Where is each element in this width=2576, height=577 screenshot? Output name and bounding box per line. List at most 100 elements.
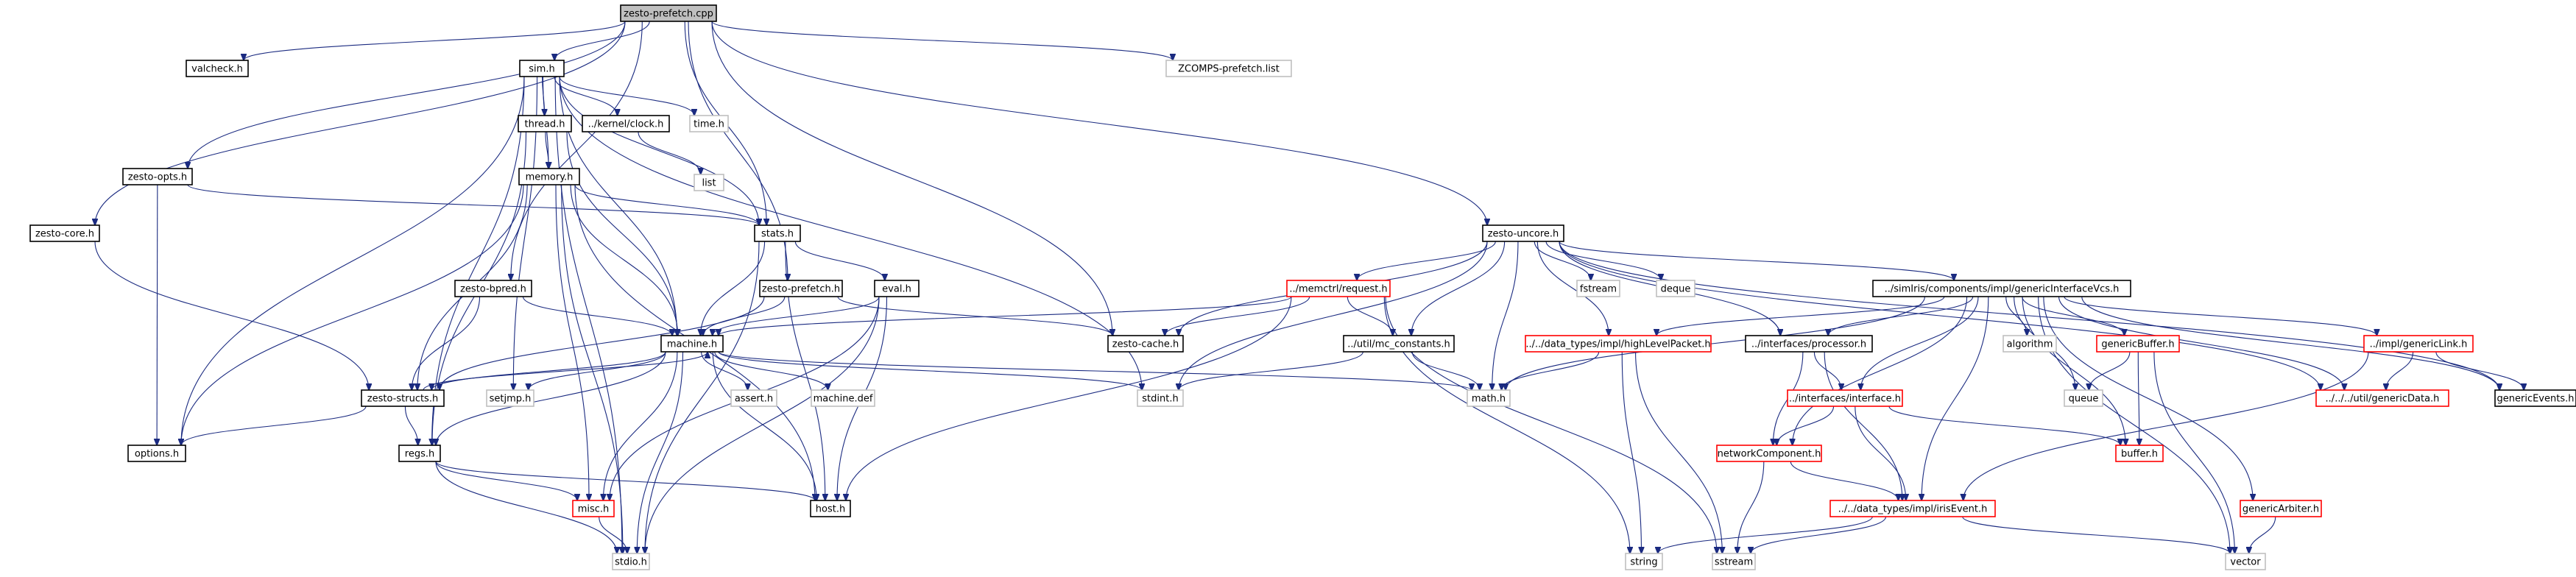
node-label: ZCOMPS-prefetch.list [1178, 64, 1280, 75]
edge-memory-h-to-machine-h [570, 184, 678, 336]
node-memctrl-request-h[interactable]: ../memctrl/request.h [1286, 280, 1391, 297]
node-machine-def[interactable]: machine.def [811, 389, 875, 407]
edge-zesto-uncore-h-to-high-level-packet-h [1536, 241, 1609, 336]
edge-sim-h-to-time-h [559, 76, 694, 116]
node-stats-h[interactable]: stats.h [754, 224, 801, 242]
node-string[interactable]: string [1625, 553, 1663, 570]
edge-stats-h-to-eval-h [794, 241, 885, 280]
node-label: algorithm [2007, 339, 2053, 350]
edge-iris-event-h-to-sstream [1751, 516, 1887, 553]
node-math-h[interactable]: math.h [1467, 389, 1511, 407]
edge-memory-h-to-options-h [181, 184, 524, 445]
edge-zesto-structs-h-to-machine-h [423, 352, 707, 391]
node-misc-h[interactable]: misc.h [572, 500, 615, 517]
node-stdint-h[interactable]: stdint.h [1137, 389, 1184, 407]
node-sstream[interactable]: sstream [1712, 553, 1756, 570]
node-impl-generic-link-h[interactable]: ../impl/genericLink.h [2363, 335, 2474, 353]
node-host-h[interactable]: host.h [810, 500, 851, 517]
node-fstream[interactable]: fstream [1576, 280, 1620, 297]
node-zesto-core-h[interactable]: zesto-core.h [29, 224, 100, 242]
edge-interfaces-interface-h-to-network-component-h [1776, 406, 1835, 445]
node-vector[interactable]: vector [2225, 553, 2266, 570]
node-box [694, 174, 724, 191]
node-zesto-bpred-h[interactable]: zesto-bpred.h [454, 280, 532, 297]
node-valcheck-h[interactable]: valcheck.h [186, 60, 249, 77]
node-list[interactable]: list [694, 174, 724, 191]
node-regs-h[interactable]: regs.h [398, 445, 441, 462]
node-box [1467, 389, 1511, 407]
node-box [1525, 335, 1712, 353]
node-label: ../util/mc_constants.h [1347, 339, 1450, 350]
edge-machine-h-to-stdio-h [637, 351, 684, 553]
node-machine-h[interactable]: machine.h [660, 335, 724, 353]
edge-zesto-prefetch-cpp-to-zesto-uncore-h [711, 21, 1487, 225]
edge-memctrl-request-h-to-host-h [846, 296, 1292, 500]
node-options-h[interactable]: options.h [127, 445, 186, 462]
node-zesto-uncore-h[interactable]: zesto-uncore.h [1482, 224, 1564, 242]
node-zcomps-list[interactable]: ZCOMPS-prefetch.list [1165, 60, 1292, 77]
edge-zesto-uncore-h-to-fstream [1534, 241, 1591, 280]
node-thread-h[interactable]: thread.h [518, 115, 572, 132]
node-box [122, 168, 193, 185]
node-zesto-cache-h[interactable]: zesto-cache.h [1107, 335, 1184, 353]
node-box [2240, 500, 2322, 517]
node-generic-events-h[interactable]: genericEvents.h [2494, 389, 2576, 407]
node-box [1107, 335, 1184, 353]
node-label: sstream [1715, 557, 1753, 568]
node-util-mc-constants-h[interactable]: ../util/mc_constants.h [1343, 335, 1455, 353]
node-box [29, 224, 100, 242]
edge-zesto-prefetch-cpp-to-sim-h [554, 21, 650, 60]
node-buffer-h[interactable]: buffer.h [2115, 445, 2164, 462]
node-deque[interactable]: deque [1656, 280, 1695, 297]
edge-zesto-uncore-h-to-stdint-h [1179, 241, 1488, 390]
node-sim-h[interactable]: sim.h [519, 60, 565, 77]
edge-thread-h-to-machine-h [566, 131, 677, 336]
node-generic-buffer-h[interactable]: genericBuffer.h [2096, 335, 2180, 353]
node-high-level-packet-h[interactable]: ../../data_types/impl/highLevelPacket.h [1525, 335, 1712, 353]
node-box [874, 280, 920, 297]
node-label: ../../../util/genericData.h [2326, 394, 2440, 405]
edge-misc-h-to-stdio-h [599, 516, 627, 553]
node-box [1745, 335, 1873, 353]
node-eval-h[interactable]: eval.h [874, 280, 920, 297]
node-interfaces-interface-h[interactable]: ../interfaces/interface.h [1787, 389, 1903, 407]
edge-generic-interface-vcs-h-to-impl-generic-link-h [2064, 296, 2377, 336]
node-memory-h[interactable]: memory.h [518, 168, 580, 185]
edge-zesto-uncore-h-to-memctrl-request-h [1357, 241, 1496, 280]
node-label: genericBuffer.h [2101, 339, 2174, 350]
node-box [1656, 280, 1695, 297]
edge-impl-generic-link-h-to-iris-event-h [1963, 351, 2369, 500]
node-stdio-h[interactable]: stdio.h [612, 553, 650, 570]
node-label: regs.h [405, 449, 434, 460]
node-setjmp-h[interactable]: setjmp.h [486, 389, 534, 407]
edge-zesto-structs-h-to-options-h [181, 406, 367, 445]
edge-generic-arbiter-h-to-vector [2249, 516, 2276, 553]
node-zesto-structs-h[interactable]: zesto-structs.h [361, 389, 445, 407]
node-zesto-prefetch-h[interactable]: zesto-prefetch.h [759, 280, 843, 297]
node-algorithm[interactable]: algorithm [2002, 335, 2057, 353]
node-box [1286, 280, 1391, 297]
node-generic-arbiter-h[interactable]: genericArbiter.h [2240, 500, 2322, 517]
edge-generic-interface-vcs-h-to-util-generic-data-h [2058, 296, 2345, 390]
node-zesto-prefetch-cpp[interactable]: zesto-prefetch.cpp [620, 4, 717, 22]
node-network-component-h[interactable]: networkComponent.h [1716, 445, 1822, 462]
node-label: machine.h [667, 339, 717, 350]
node-time-h[interactable]: time.h [689, 115, 729, 132]
node-zesto-opts-h[interactable]: zesto-opts.h [122, 168, 193, 185]
node-util-generic-data-h[interactable]: ../../../util/genericData.h [2315, 389, 2449, 407]
node-generic-interface-vcs-h[interactable]: ../simIris/components/impl/genericInterf… [1872, 280, 2131, 297]
node-queue[interactable]: queue [2064, 389, 2103, 407]
node-label: options.h [135, 449, 179, 460]
edge-memory-h-to-misc-h [555, 184, 589, 500]
node-label: assert.h [735, 394, 773, 405]
edge-high-level-packet-h-to-string [1621, 351, 1641, 553]
node-kernel-clock-h[interactable]: ../kernel/clock.h [582, 115, 670, 132]
edge-stats-h-to-machine-h [701, 241, 766, 336]
node-label: stdint.h [1142, 394, 1178, 405]
node-iris-event-h[interactable]: ../../data_types/impl/irisEvent.h [1829, 500, 1996, 517]
node-box [2002, 335, 2057, 353]
edge-iris-event-h-to-string [1658, 516, 1873, 553]
node-label: vector [2230, 557, 2261, 568]
node-assert-h[interactable]: assert.h [730, 389, 777, 407]
node-interfaces-processor-h[interactable]: ../interfaces/processor.h [1745, 335, 1873, 353]
